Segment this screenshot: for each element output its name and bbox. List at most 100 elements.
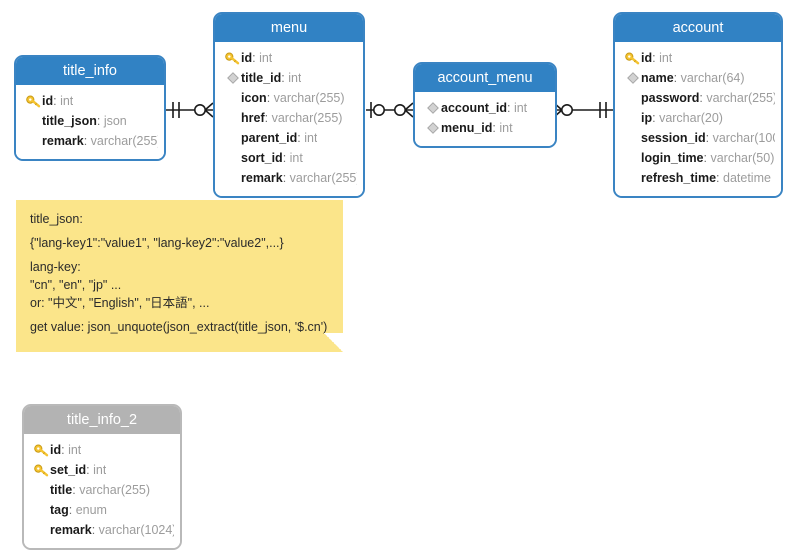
field-type: varchar(1024) [98,523,174,537]
field-name: set_id [50,463,87,477]
field-type: varchar(255) [79,483,151,497]
field-type: int [259,51,273,65]
field-name: id [50,443,62,457]
no-key-icon [224,90,241,106]
field-row[interactable]: id: int [16,91,164,111]
field-row[interactable]: ip: varchar(20) [615,108,781,128]
entity-title_info-fields: id: int title_json: json remark: varchar… [16,85,164,159]
field-type: int [304,131,318,145]
field-name: parent_id [241,131,298,145]
field-name: login_time [641,151,704,165]
note-fold-corner-icon [324,333,343,352]
no-key-icon [624,170,641,186]
field-row[interactable]: remark: varchar(1024) [24,520,180,540]
no-key-icon [25,133,42,149]
foreign-key-diamond-icon [424,100,441,116]
field-row[interactable]: sort_id: int [215,148,363,168]
field-name: sort_id [241,151,283,165]
field-type: enum [75,503,107,517]
field-type: datetime [723,171,771,185]
field-row[interactable]: refresh_time: datetime [615,168,781,188]
field-type: varchar(64) [680,71,745,85]
primary-key-icon [33,462,50,478]
field-name: remark [50,523,92,537]
field-row[interactable]: account_id: int [415,98,555,118]
field-name: tag [50,503,69,517]
note-line: {"lang-key1":"value1", "lang-key2":"valu… [30,236,284,250]
field-type: varchar(255) [273,91,345,105]
no-key-icon [624,110,641,126]
field-name: title [50,483,73,497]
note-line: "cn", "en", "jp" ... [30,278,122,292]
field-name: id [641,51,653,65]
field-name: id [241,51,253,65]
field-row[interactable]: remark: varchar(255) [215,168,363,188]
primary-key-icon [33,442,50,458]
title_json-note[interactable]: title_json: {"lang-key1":"value1", "lang… [16,200,343,352]
field-type: int [288,71,302,85]
primary-key-icon [25,93,42,109]
field-name: name [641,71,674,85]
field-row[interactable]: tag: enum [24,500,180,520]
field-type: int [68,443,82,457]
entity-account_menu[interactable]: account_menu account_id: int [413,62,557,148]
foreign-key-diamond-icon [224,70,241,86]
entity-account-fields: id: int name: varchar(64) password: varc… [615,42,781,196]
field-row[interactable]: parent_id: int [215,128,363,148]
field-row[interactable]: menu_id: int [415,118,555,138]
field-row[interactable]: icon: varchar(255) [215,88,363,108]
field-name: remark [42,134,84,148]
no-key-icon [33,522,50,538]
relationship-account_menu-account[interactable] [553,102,613,118]
relationship-menu-account_menu[interactable] [366,102,414,118]
primary-key-icon [224,50,241,66]
field-type: int [289,151,303,165]
entity-title_info_2[interactable]: title_info_2 id: int [22,404,182,550]
field-type: int [499,121,513,135]
field-name: menu_id [441,121,493,135]
entity-title_info_2-fields: id: int set_id: int [24,434,180,548]
entity-account-header: account [615,14,781,42]
note-line: title_json: [30,212,83,226]
note-line: get value: json_unquote(json_extract(tit… [30,320,328,334]
field-row[interactable]: set_id: int [24,460,180,480]
note-line: or: "中文", "English", "日本語", ... [30,296,210,310]
field-row[interactable]: password: varchar(255) [615,88,781,108]
field-row[interactable]: id: int [24,440,180,460]
no-key-icon [624,150,641,166]
field-type: json [103,114,127,128]
field-type: varchar(255) [289,171,357,185]
field-row[interactable]: session_id: varchar(100) [615,128,781,148]
relationship-title_info-menu[interactable] [166,102,214,118]
field-name: remark [241,171,283,185]
field-name: password [641,91,700,105]
field-type: int [513,101,528,115]
entity-account_menu-fields: account_id: int menu_id: int [415,92,555,146]
field-row[interactable]: id: int [215,48,363,68]
field-row[interactable]: name: varchar(64) [615,68,781,88]
field-row[interactable]: title_id: int [215,68,363,88]
field-row[interactable]: href: varchar(255) [215,108,363,128]
field-row[interactable]: id: int [615,48,781,68]
field-type: int [60,94,74,108]
entity-menu-fields: id: int title_id: int icon: varchar(255) [215,42,363,196]
field-row[interactable]: title_json: json [16,111,164,131]
field-name: id [42,94,54,108]
field-type: int [659,51,673,65]
field-row[interactable]: remark: varchar(255) [16,131,164,151]
field-type: int [93,463,107,477]
field-type: varchar(255) [706,91,775,105]
field-row[interactable]: login_time: varchar(50) [615,148,781,168]
no-key-icon [624,130,641,146]
primary-key-icon [624,50,641,66]
no-key-icon [624,90,641,106]
entity-menu[interactable]: menu id: int [213,12,365,198]
no-key-icon [224,130,241,146]
field-name: icon [241,91,267,105]
field-type: varchar(255) [271,111,343,125]
field-row[interactable]: title: varchar(255) [24,480,180,500]
entity-account[interactable]: account id: int [613,12,783,198]
no-key-icon [224,150,241,166]
entity-title_info[interactable]: title_info id: int title [14,55,166,161]
